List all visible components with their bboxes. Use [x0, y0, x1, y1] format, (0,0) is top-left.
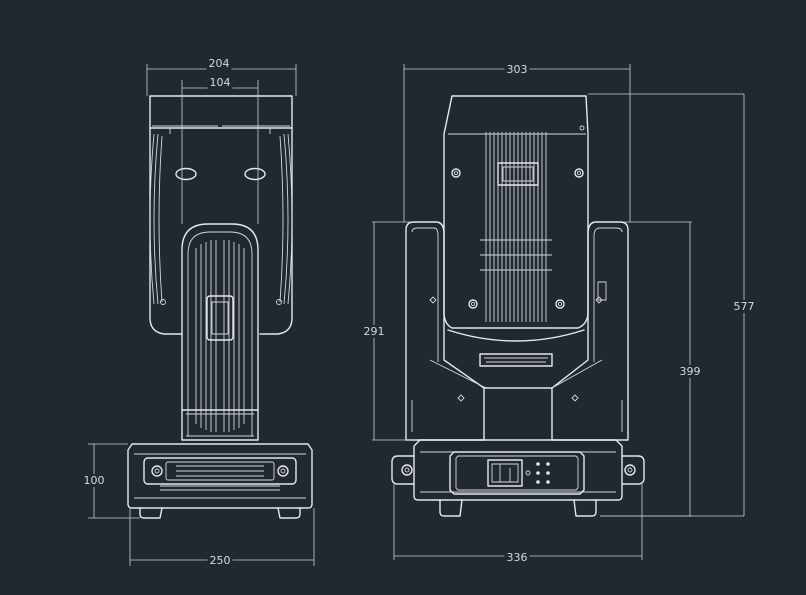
dim-arm-gap: 104 [210, 76, 231, 89]
dim-base-width-side: 336 [507, 551, 528, 564]
dim-overall-width: 204 [209, 57, 230, 70]
dim-label-backdrop [81, 474, 107, 487]
dim-head-width: 303 [507, 63, 528, 76]
dim-label-backdrop [361, 325, 387, 338]
dim-label-backdrop [504, 63, 530, 76]
dim-base-height: 100 [84, 474, 105, 487]
front-view-dimensions: 204 104 250 100 [81, 57, 315, 567]
dim-base-width: 250 [210, 554, 231, 567]
dim-overall-height: 577 [734, 300, 755, 313]
side-view-dimensions: 303 577 291 399 336 [361, 63, 757, 564]
dim-arm-height: 291 [364, 325, 385, 338]
dim-label-backdrop [731, 300, 757, 313]
dim-label-backdrop [207, 76, 233, 89]
front-view [127, 95, 313, 519]
dim-head-pivot-height: 399 [680, 365, 701, 378]
dim-label-backdrop [206, 57, 232, 70]
dim-label-backdrop [207, 554, 233, 567]
side-view [391, 95, 645, 517]
dim-label-backdrop [504, 551, 530, 564]
dim-label-backdrop [677, 365, 703, 378]
